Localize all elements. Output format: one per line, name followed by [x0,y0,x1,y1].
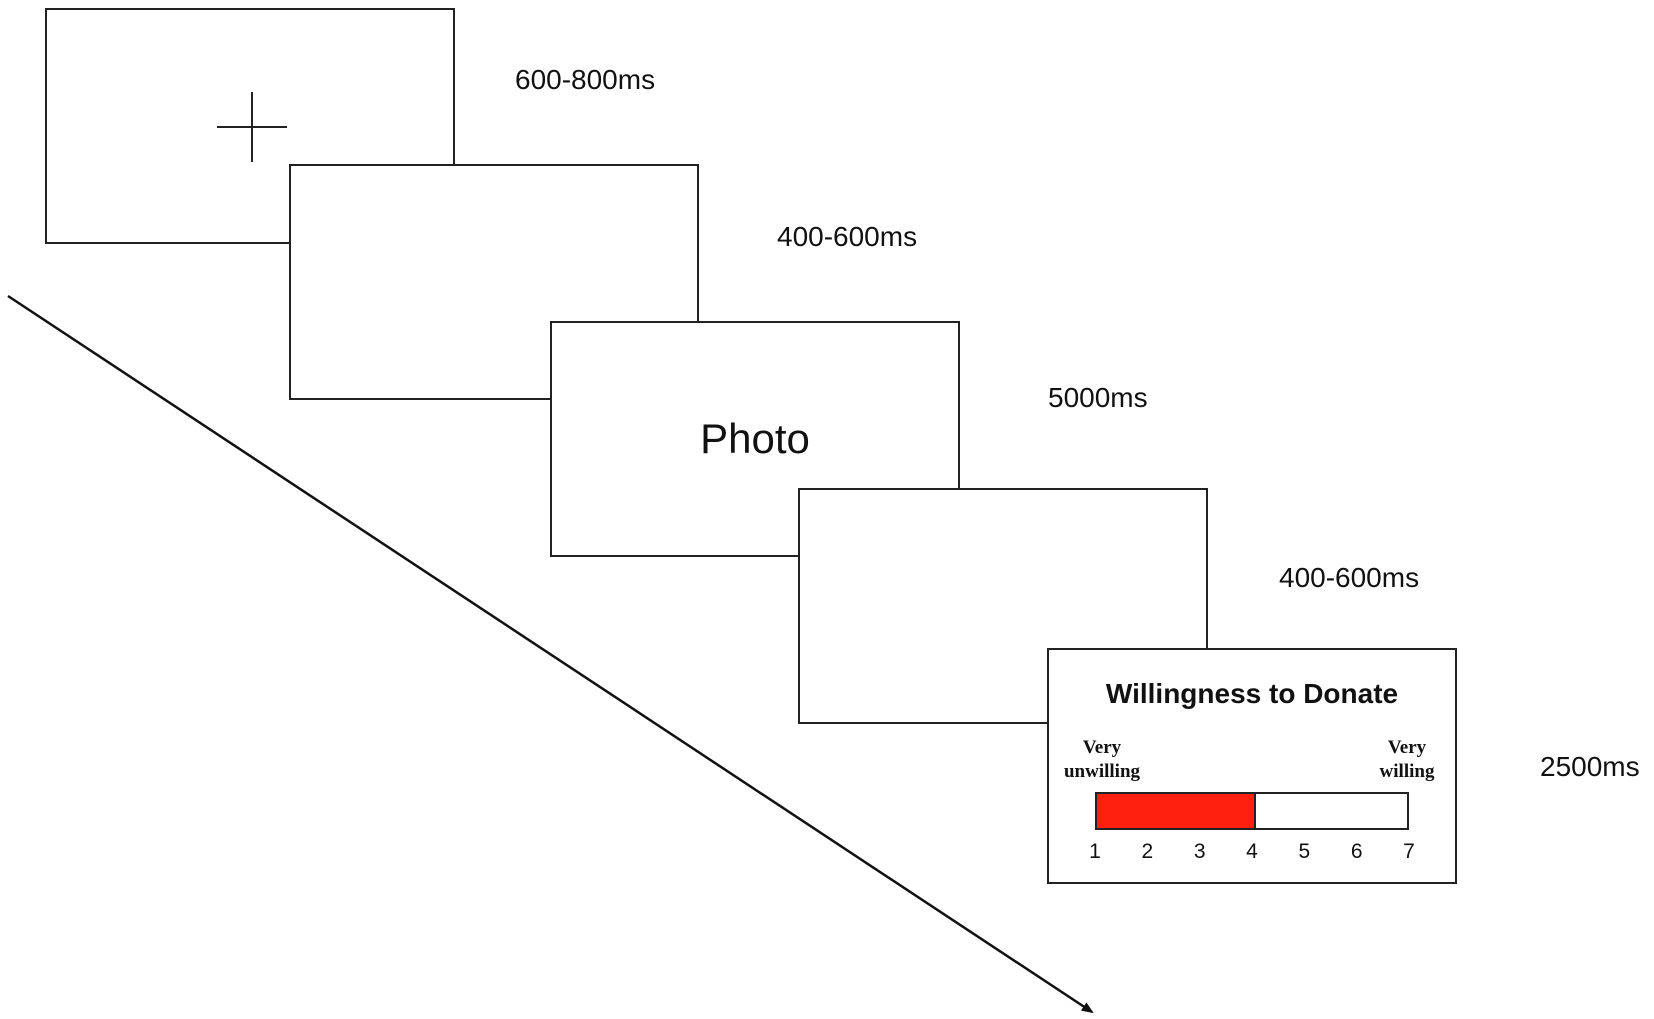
scale-tick-label: 2 [1141,840,1154,863]
scale-tick-label: 6 [1350,840,1363,863]
scale-tick-label: 1 [1089,840,1101,863]
left-anchor-line2: unwilling [1063,761,1141,782]
fixation-cross-vertical [251,92,253,162]
right-anchor-label: Very willing [1367,736,1447,784]
left-anchor-line1: Very [1082,737,1122,758]
scale-tick-label: 4 [1246,840,1258,863]
scale-tick-label: 7 [1403,840,1415,863]
rating-slider[interactable] [1095,792,1409,830]
photo-label: Photo [700,415,810,462]
rating-slider-fill [1097,794,1256,828]
duration-label-blank-1: 400-600ms [777,221,918,252]
scale-tick-label: 5 [1298,840,1311,863]
scale-tick-label: 3 [1193,840,1206,863]
rating-screen: Willingness to Donate Very unwilling Ver… [1047,648,1457,884]
duration-label-blank-2: 400-600ms [1279,562,1420,593]
right-anchor-line2: willing [1379,761,1435,782]
right-anchor-line1: Very [1387,737,1427,758]
left-anchor-label: Very unwilling [1057,736,1147,784]
rating-title: Willingness to Donate [1105,678,1399,709]
duration-label-fixation: 600-800ms [515,64,656,95]
duration-label-rating: 2500ms [1540,751,1640,782]
duration-label-photo: 5000ms [1048,382,1148,413]
